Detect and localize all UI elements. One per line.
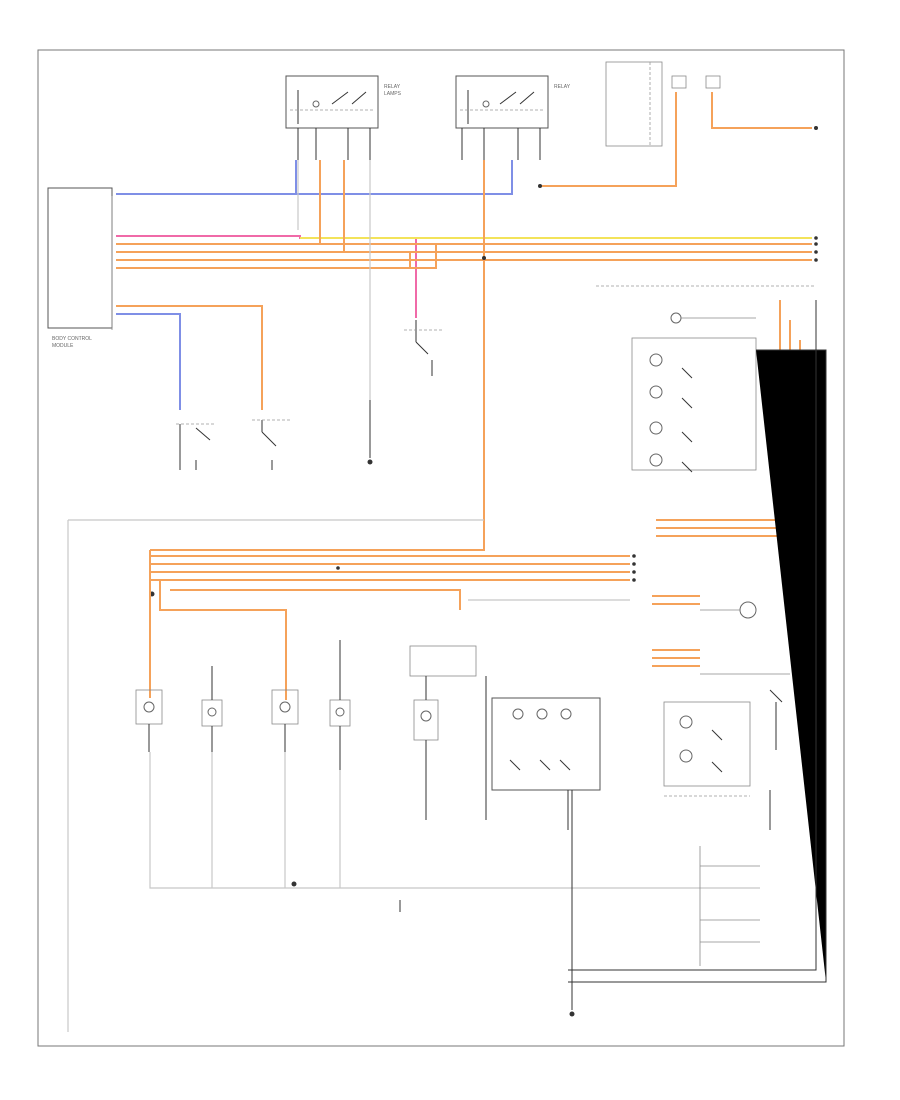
courtesy-lamp-relay: RELAY LAMPS [285, 75, 402, 160]
svg-text:RELAY: RELAY [384, 84, 401, 90]
ground-g300 [568, 790, 600, 1017]
dome-lamp-relay: RELAY [455, 75, 571, 160]
trunk-lamp-switch [404, 320, 444, 376]
svg-text:BODY CONTROL: BODY CONTROL [52, 336, 92, 342]
lower-connector-panel [699, 846, 760, 966]
ground-g200 [367, 400, 373, 465]
diagram-frame [37, 49, 845, 1047]
lamp-group-center [409, 645, 601, 830]
svg-text:LAMPS: LAMPS [384, 91, 402, 97]
fuse-block [538, 61, 818, 188]
left-door-switch [176, 423, 214, 470]
overhead-console [596, 285, 816, 473]
svg-text:MODULE: MODULE [52, 343, 74, 349]
body-control-module: BODY CONTROL MODULE [47, 187, 113, 349]
lamp-group-left [135, 640, 351, 770]
front-door-switches [663, 689, 783, 830]
right-door-switch [252, 419, 290, 470]
svg-text:RELAY: RELAY [554, 84, 571, 90]
